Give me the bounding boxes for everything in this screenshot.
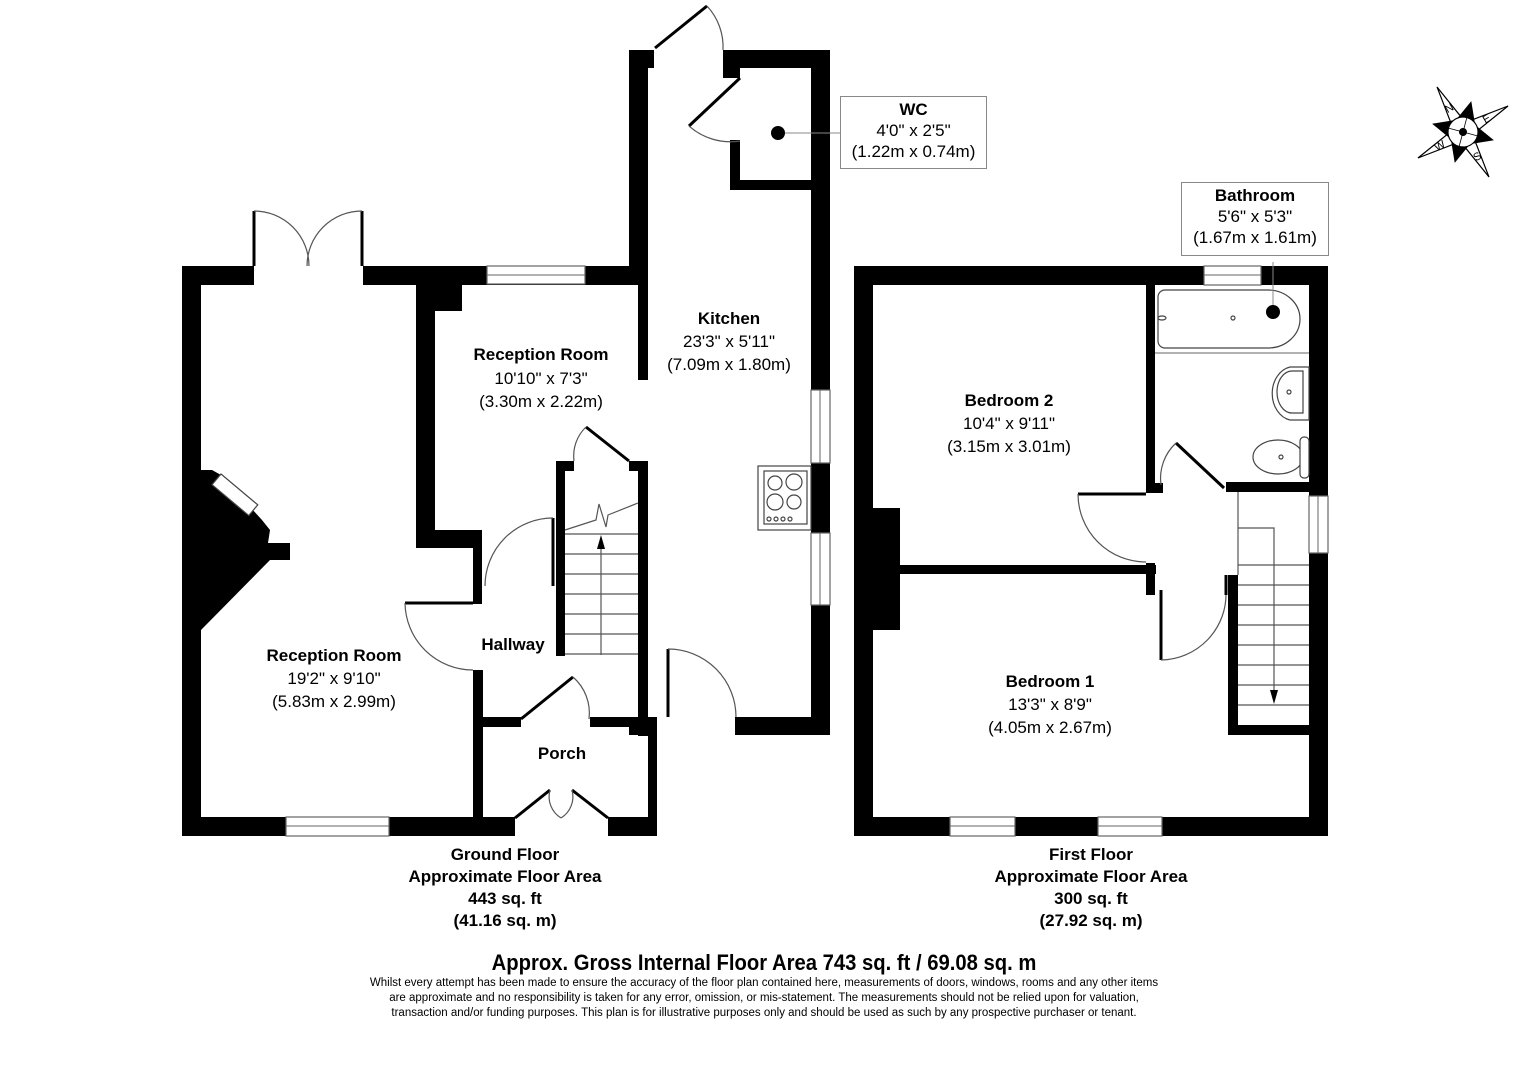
hob [757, 465, 812, 531]
room-dimension-imperial: 10'10" x 7'3" [494, 369, 587, 388]
room-dimension-imperial: 13'3" x 8'9" [1008, 695, 1092, 714]
floor-sqft: 443 sq. ft [468, 889, 542, 908]
ground-floor-area: Ground Floor Approximate Floor Area 443 … [380, 844, 630, 932]
disclaimer-text: Whilst every attempt has been made to en… [369, 977, 1159, 1019]
callout-title: WC [899, 100, 928, 119]
room-name: Kitchen [698, 309, 760, 328]
room-dimension-metric: (3.30m x 2.22m) [479, 392, 603, 411]
french-doors [252, 210, 364, 267]
floor-subtitle: Approximate Floor Area [994, 867, 1188, 886]
floor-sqm: (27.92 sq. m) [1039, 911, 1143, 930]
bathroom-callout: Bathroom 5'6" x 5'3" (1.67m x 1.61m) [1181, 182, 1329, 256]
room-dimension-metric: (7.09m x 1.80m) [667, 355, 791, 374]
floor-title: First Floor [1048, 845, 1134, 864]
floor-sqft: 300 sq. ft [1054, 889, 1128, 908]
first-floor-area: First Floor Approximate Floor Area 300 s… [966, 844, 1216, 932]
room-dimension-imperial: 19'2" x 9'10" [287, 669, 380, 688]
room-name: Bedroom 1 [1006, 672, 1095, 691]
room-dimension-metric: (5.83m x 2.99m) [272, 692, 396, 711]
room-labels: Reception Room 19'2" x 9'10" (5.83m x 2.… [266, 309, 1111, 763]
floor-subtitle: Approximate Floor Area [408, 867, 602, 886]
wc-marker [771, 126, 785, 140]
callout-imperial: 4'0" x 2'5" [876, 121, 951, 140]
bath [1155, 262, 1309, 354]
chimney-breast [201, 470, 290, 630]
floor-title: Ground Floor [450, 845, 560, 864]
floor-sqm: (41.16 sq. m) [453, 911, 557, 930]
room-dimension-metric: (3.15m x 3.01m) [947, 437, 1071, 456]
callout-title: Bathroom [1214, 186, 1296, 205]
callout-imperial: 5'6" x 5'3" [1217, 207, 1293, 226]
callout-metric: (1.67m x 1.61m) [1193, 228, 1317, 247]
bathroom-marker [1266, 305, 1280, 319]
compass-rose-icon: N E S W [1417, 86, 1509, 178]
wall [182, 266, 201, 836]
room-name: Porch [538, 744, 586, 763]
basin [1271, 366, 1310, 421]
room-name: Hallway [481, 635, 545, 654]
room-name: Reception Room [473, 345, 608, 364]
staircase [564, 502, 639, 655]
staircase [1237, 492, 1309, 706]
wc-callout: WC 4'0" x 2'5" (1.22m x 0.74m) [840, 96, 987, 169]
room-dimension-imperial: 10'4" x 9'11" [963, 414, 1055, 433]
room-name: Bedroom 2 [965, 391, 1054, 410]
toilet [1252, 436, 1310, 479]
gross-internal-area: Approx. Gross Internal Floor Area 743 sq… [491, 950, 1037, 975]
callout-metric: (1.22m x 0.74m) [851, 142, 976, 161]
ground-floor-plan [182, 4, 840, 837]
room-dimension-imperial: 23'3" x 5'11" [683, 332, 775, 351]
room-dimension-metric: (4.05m x 2.67m) [988, 718, 1112, 737]
room-name: Reception Room [266, 646, 401, 665]
first-floor-plan [854, 262, 1329, 837]
